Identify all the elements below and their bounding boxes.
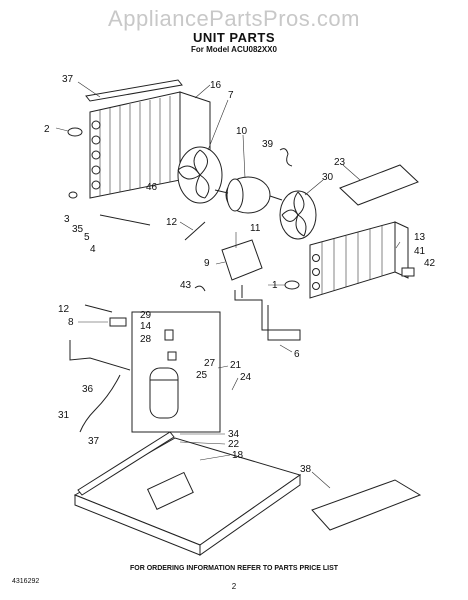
callout-18: 18: [232, 450, 244, 461]
grommet: [67, 127, 83, 137]
air-deflector: [339, 164, 419, 206]
mounting-clip: [194, 285, 206, 292]
callout-43: 43: [180, 280, 192, 291]
thermostat: [109, 317, 127, 327]
ordering-info-note: FOR ORDERING INFORMATION REFER TO PARTS …: [129, 565, 339, 572]
bracket: [401, 267, 415, 277]
thermostat-bulb: [84, 304, 113, 313]
callout-38: 38: [300, 464, 312, 475]
callout-12-top: 12: [166, 217, 178, 228]
callout-37-top: 37: [62, 74, 74, 85]
callout-3: 3: [64, 214, 70, 225]
clip: [279, 148, 293, 167]
callout-22: 22: [228, 439, 240, 450]
callout-7: 7: [228, 90, 234, 101]
callout-28: 28: [140, 334, 152, 345]
callout-10: 10: [236, 126, 248, 137]
motor-mount-bracket: [221, 239, 263, 281]
callout-9: 9: [204, 258, 210, 269]
callout-34: 34: [228, 429, 240, 440]
top-seal-strip: [85, 79, 183, 102]
power-cord: [79, 374, 121, 433]
evaporator-coil: [309, 221, 409, 299]
callout-5: 5: [84, 232, 90, 243]
refrigerant-tube: [234, 290, 301, 341]
callout-46: 46: [146, 182, 158, 193]
compressor-assembly-frame: [131, 311, 221, 433]
callout-36: 36: [82, 384, 94, 395]
callout-37-bottom: 37: [88, 436, 100, 447]
callout-27: 27: [204, 358, 216, 369]
washer: [68, 191, 78, 199]
callout-23: 23: [334, 157, 346, 168]
condenser-fan-blade: [177, 146, 223, 204]
blower-wheel: [279, 190, 317, 240]
page-title: UNIT PARTS: [192, 30, 276, 45]
base-seal-strip: [77, 431, 175, 496]
compressor: [149, 367, 179, 419]
watermark: AppliancePartsPros.com: [108, 6, 360, 31]
callout-11: 11: [250, 223, 261, 234]
callout-4: 4: [90, 244, 96, 255]
rod: [99, 214, 151, 226]
callout-31: 31: [58, 410, 70, 421]
callout-13: 13: [414, 232, 426, 243]
callout-1: 1: [272, 280, 278, 291]
callout-25: 25: [196, 370, 208, 381]
relay: [167, 351, 177, 361]
callout-35: 35: [72, 224, 84, 235]
page-number: 2: [231, 582, 237, 591]
document-part-number: 4316292: [12, 578, 40, 585]
overload: [164, 329, 174, 341]
seal: [284, 280, 300, 290]
model-subtitle: For Model ACU082XX0: [191, 45, 277, 54]
callout-39: 39: [262, 139, 274, 150]
callout-42: 42: [424, 258, 436, 269]
callout-16: 16: [210, 80, 222, 91]
callout-30: 30: [322, 172, 334, 183]
callout-29: 29: [140, 310, 152, 321]
callout-21: 21: [230, 360, 242, 371]
fan-motor: [214, 176, 283, 214]
callout-6: 6: [294, 349, 300, 360]
callout-41: 41: [414, 246, 426, 257]
callout-8: 8: [68, 317, 74, 328]
callout-12-mid: 12: [58, 304, 70, 315]
wiring-harness: [69, 340, 131, 371]
base-pan: [73, 437, 302, 556]
callout-24: 24: [240, 372, 252, 383]
drain-pan: [311, 479, 422, 531]
callout-14: 14: [140, 321, 152, 332]
bolt: [184, 221, 206, 241]
callout-2: 2: [44, 124, 50, 135]
